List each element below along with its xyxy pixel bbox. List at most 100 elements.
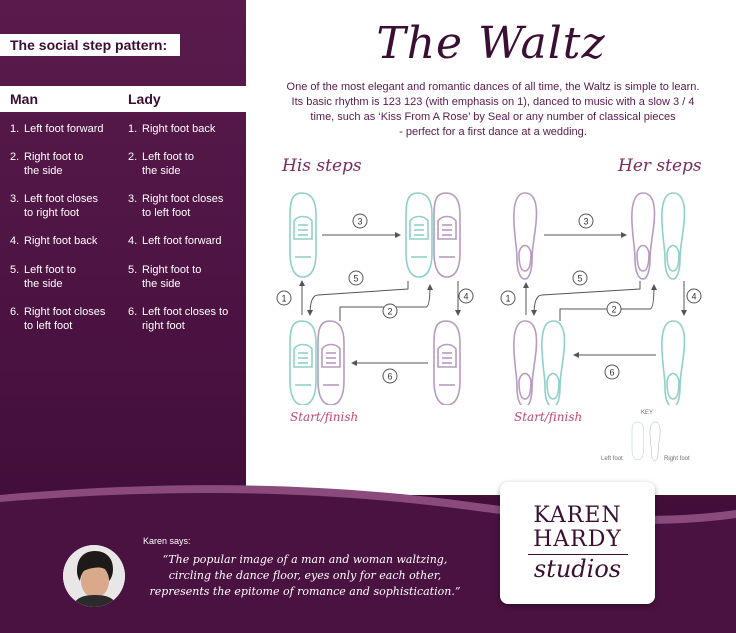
svg-text:3: 3	[357, 217, 362, 227]
step-number-badge: 1	[276, 290, 292, 306]
man-step: 4. Right foot back	[10, 234, 122, 248]
step-text: Right foot back	[142, 123, 216, 135]
step-number-badge: 3	[352, 213, 368, 229]
column-header: Man Lady	[0, 86, 246, 112]
step-number: 6.	[10, 306, 20, 318]
lady-step: 1. Right foot back	[128, 122, 238, 136]
step-number: 6.	[128, 306, 138, 318]
karen-says-label: Karen says:	[143, 536, 191, 546]
step-number-badge: 5	[572, 270, 588, 286]
step-text-continued: to right foot	[24, 207, 80, 219]
step-text: Left foot closes to	[142, 306, 229, 318]
right-foot-icon	[317, 320, 345, 405]
quote-line: represents the epitome of romance and so…	[149, 585, 461, 598]
svg-text:1: 1	[505, 294, 510, 304]
step-text: Left foot closes	[24, 193, 98, 205]
step-pattern-panel: The social step pattern: Man Lady 1. Left…	[0, 0, 246, 480]
intro-line: time, such as ‘Kiss From A Rose’ by Seal…	[310, 111, 676, 123]
right-foot-icon	[513, 320, 538, 405]
left-foot-icon	[541, 320, 566, 405]
logo-line-studios: studios	[533, 555, 622, 583]
logo-line-hardy: HARDY	[533, 527, 622, 552]
right-foot-icon	[433, 320, 461, 405]
step-text: Right foot closes	[142, 193, 224, 205]
step-number-badge: 6	[382, 368, 398, 384]
page-title: The Waltz	[376, 18, 606, 69]
left-foot-icon	[289, 320, 317, 405]
intro-text: One of the most elegant and romantic dan…	[268, 80, 718, 140]
man-step: 5. Left foot to the side	[10, 263, 122, 291]
karen-hardy-logo: KAREN HARDY studios	[500, 482, 655, 604]
her-steps-diagram: 3 1 5 2 4 6	[500, 192, 702, 405]
step-number-badge: 2	[382, 303, 398, 319]
key-title: KEY	[641, 410, 654, 416]
logo-line-karen: KAREN	[533, 503, 622, 528]
step-text: Left foot forward	[142, 235, 222, 247]
step-text: Right foot closes	[24, 306, 106, 318]
svg-text:4: 4	[691, 292, 696, 302]
his-steps-label: His steps	[282, 156, 362, 176]
right-foot-icon	[649, 421, 661, 461]
step-text-continued: the side	[142, 165, 181, 177]
left-foot-icon	[661, 320, 686, 405]
step-number-badge: 1	[500, 290, 516, 306]
svg-text:1: 1	[281, 294, 286, 304]
column-man: Man	[10, 91, 38, 107]
step-number: 1.	[128, 123, 138, 135]
step-pattern-title: The social step pattern:	[0, 34, 180, 56]
avatar	[63, 545, 125, 607]
quote-line: circling the dance floor, eyes only for …	[168, 569, 442, 582]
step-number-badge: 4	[458, 288, 474, 304]
step-number: 5.	[10, 264, 20, 276]
quote: “The popular image of a man and woman wa…	[128, 552, 482, 600]
step-text: Left foot to	[24, 264, 76, 276]
svg-text:6: 6	[609, 368, 614, 378]
her-steps-label: Her steps	[618, 156, 702, 176]
his-start-finish: Start/finish	[290, 410, 359, 424]
left-foot-icon	[631, 421, 644, 461]
step-text: Right foot back	[24, 235, 98, 247]
left-foot-icon	[661, 192, 686, 280]
step-number: 2.	[128, 151, 138, 163]
logo-rule	[527, 554, 628, 555]
left-foot-icon	[405, 192, 433, 278]
left-foot-icon	[289, 192, 317, 278]
step-arrow-5	[531, 281, 641, 316]
step-number-badge: 3	[578, 213, 594, 229]
step-number-badge: 6	[604, 364, 620, 380]
step-arrow-2	[559, 284, 657, 321]
step-text-continued: the side	[24, 165, 63, 177]
step-text-continued: the side	[24, 278, 63, 290]
right-foot-icon	[433, 192, 461, 278]
step-text-continued: to left foot	[142, 207, 191, 219]
step-number: 4.	[10, 235, 20, 247]
step-text-continued: the side	[142, 278, 181, 290]
right-foot-icon	[631, 192, 656, 280]
step-arrow-5	[307, 281, 409, 316]
key-left-foot: Left foot	[601, 456, 623, 462]
step-number-badge: 2	[606, 301, 622, 317]
lady-step: 4.Left foot forward	[128, 234, 238, 248]
step-text: Right foot to	[24, 151, 84, 163]
svg-text:3: 3	[583, 217, 588, 227]
step-arrow-2	[339, 284, 433, 321]
svg-text:2: 2	[387, 307, 392, 317]
svg-text:6: 6	[387, 372, 392, 382]
main-panel: The Waltz One of the most elegant and ro…	[246, 0, 736, 495]
left-foot-icon	[513, 192, 538, 280]
quote-line: “The popular image of a man and woman wa…	[162, 553, 448, 566]
step-number: 5.	[128, 264, 138, 276]
intro-line: One of the most elegant and romantic dan…	[286, 81, 700, 93]
step-number: 1.	[10, 123, 20, 135]
svg-text:4: 4	[463, 292, 468, 302]
column-lady: Lady	[128, 91, 161, 107]
key-right-foot: Right foot	[664, 456, 690, 462]
his-steps-diagram: 3 1 5 2 4 6	[276, 192, 474, 405]
svg-text:2: 2	[611, 305, 616, 315]
